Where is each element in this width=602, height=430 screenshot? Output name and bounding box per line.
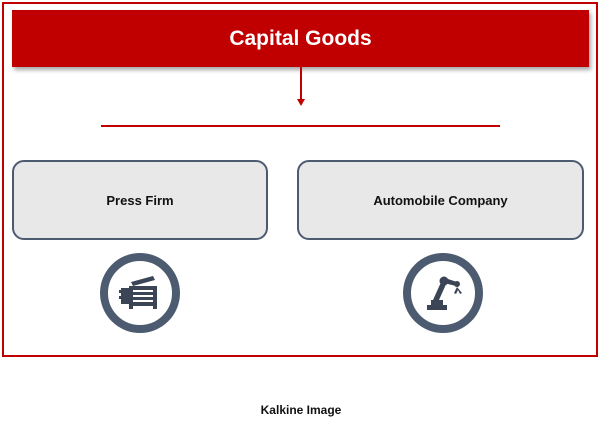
root-node-label: Capital Goods	[229, 26, 372, 50]
image-caption: Kalkine Image	[260, 403, 342, 417]
press-icon-badge	[100, 253, 180, 333]
diagram-frame	[2, 2, 598, 357]
child-node-automobile-company: Automobile Company	[297, 160, 584, 240]
child-node-press-firm: Press Firm	[12, 160, 268, 240]
connector-arrow	[297, 67, 305, 106]
child-node-label: Automobile Company	[373, 192, 508, 208]
child-node-label: Press Firm	[106, 192, 174, 208]
robotic-arm-icon	[427, 276, 462, 310]
root-node: Capital Goods	[12, 10, 589, 67]
branch-line	[101, 125, 500, 127]
printing-press-icon	[119, 276, 157, 309]
robot-icon-badge	[403, 253, 483, 333]
